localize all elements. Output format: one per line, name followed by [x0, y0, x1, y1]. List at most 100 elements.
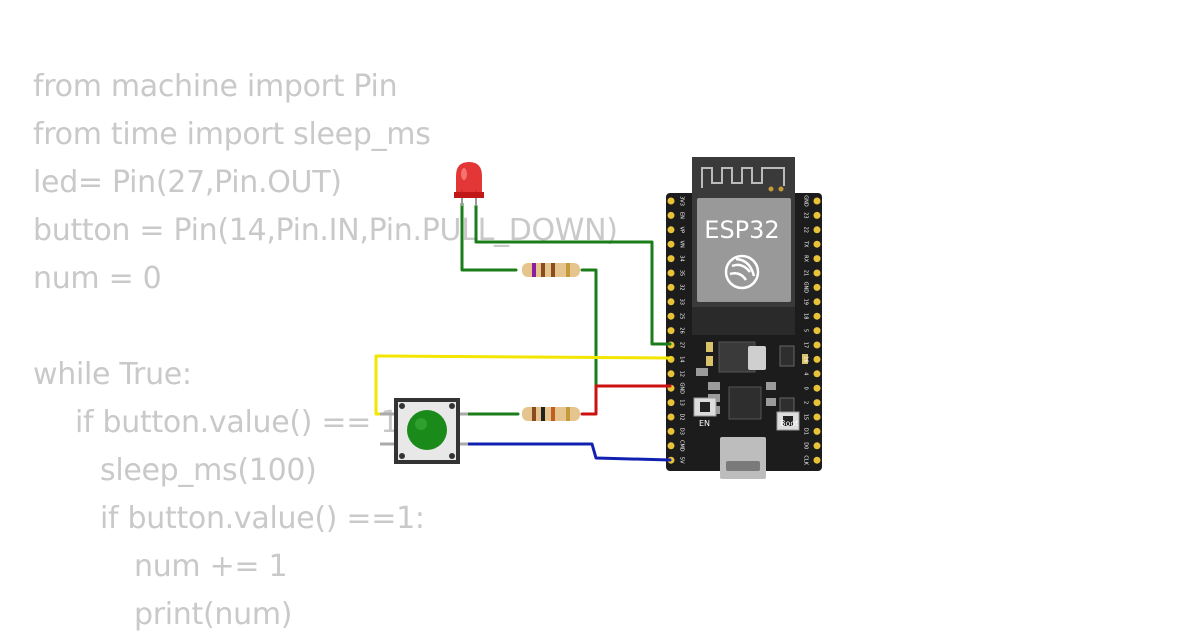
antenna-trace	[701, 167, 785, 188]
right-pin-label: 19	[803, 299, 809, 305]
right-pin-22[interactable]	[813, 226, 821, 234]
right-pin-label: CLK	[803, 455, 809, 465]
left-pin-33[interactable]	[667, 298, 675, 306]
right-pin-label: TX	[803, 240, 809, 248]
code-line-10: if button.value() ==1:	[100, 501, 425, 536]
wire-resistor-to-gnd	[580, 268, 672, 388]
left-pin-label: D3	[679, 428, 685, 435]
led-red[interactable]	[454, 162, 484, 206]
left-pin-label: EN	[679, 212, 685, 219]
wire-button-to-5v	[456, 442, 672, 462]
left-pin-35[interactable]	[667, 269, 675, 277]
left-pin-label: 32	[679, 284, 685, 290]
right-pin-label: 17	[803, 342, 809, 348]
left-pin-label: CMD	[679, 440, 685, 452]
en-label: EN	[699, 419, 710, 428]
right-pin-d1[interactable]	[813, 427, 821, 435]
right-pin-label: D1	[803, 428, 809, 435]
right-pin-label: GND	[803, 282, 809, 294]
left-pin-cmd[interactable]	[667, 442, 675, 450]
left-pin-label: 33	[679, 299, 685, 305]
left-pin-vp[interactable]	[667, 226, 675, 234]
resistor-led[interactable]	[522, 263, 580, 277]
esp32-board[interactable]: ESP32 EN Boot	[666, 157, 822, 479]
right-pin-label: 15	[803, 414, 809, 420]
code-line-5: num = 0	[33, 261, 162, 296]
right-pin-label: 18	[803, 313, 809, 319]
right-pin-rx[interactable]	[813, 255, 821, 263]
left-pin-26[interactable]	[667, 327, 675, 335]
right-pin-label: D0	[803, 442, 809, 449]
right-pin-16[interactable]	[813, 355, 821, 363]
right-pin-21[interactable]	[813, 269, 821, 277]
right-pin-label: RX	[803, 255, 809, 262]
right-pin-label: GND	[803, 195, 809, 207]
left-pin-label: GND	[679, 382, 685, 394]
push-button[interactable]	[380, 398, 468, 464]
code-line-7: while True:	[33, 357, 192, 392]
right-pin-17[interactable]	[813, 341, 821, 349]
left-pin-vn[interactable]	[667, 240, 675, 248]
left-pin-label: 27	[679, 342, 685, 348]
left-pin-label: 26	[679, 327, 685, 333]
right-pin-label: 2	[803, 401, 809, 404]
left-pin-d2[interactable]	[667, 413, 675, 421]
right-pin-label: 4	[803, 372, 809, 375]
left-pin-label: 5V	[679, 457, 685, 464]
right-pin-clk[interactable]	[813, 456, 821, 464]
right-pin-18[interactable]	[813, 312, 821, 320]
right-pin-label: 0	[803, 387, 809, 390]
left-pin-label: VP	[679, 227, 685, 233]
right-pin-19[interactable]	[813, 298, 821, 306]
left-pin-en[interactable]	[667, 211, 675, 219]
right-pin-gnd[interactable]	[813, 197, 821, 205]
usb-port	[720, 437, 766, 479]
right-pin-d0[interactable]	[813, 442, 821, 450]
right-pin-label: 5	[803, 329, 809, 332]
wire-led-to-resistor	[460, 202, 518, 272]
left-pin-label: VN	[679, 241, 685, 248]
code-line-12: print(num)	[134, 597, 293, 632]
left-pin-d3[interactable]	[667, 427, 675, 435]
right-pin-label: 23	[803, 212, 809, 218]
espressif-logo-icon	[724, 254, 760, 290]
right-pin-5[interactable]	[813, 327, 821, 335]
code-line-9: sleep_ms(100)	[100, 453, 317, 488]
right-pin-23[interactable]	[813, 211, 821, 219]
right-pin-label: 21	[803, 270, 809, 276]
wire-red-gnd	[580, 384, 598, 416]
code-line-1: from machine import Pin	[33, 69, 398, 104]
right-pin-label: 22	[803, 227, 809, 233]
left-pin-34[interactable]	[667, 255, 675, 263]
left-pin-32[interactable]	[667, 283, 675, 291]
right-pin-15[interactable]	[813, 413, 821, 421]
code-line-2: from time import sleep_ms	[33, 117, 431, 152]
left-pin-label: 35	[679, 270, 685, 276]
board-label: ESP32	[704, 216, 779, 244]
code-line-3: led= Pin(27,Pin.OUT)	[33, 165, 342, 200]
left-pin-label: 34	[679, 255, 685, 261]
right-pin-2[interactable]	[813, 399, 821, 407]
board-smd-parts	[696, 341, 808, 420]
right-pin-0[interactable]	[813, 384, 821, 392]
left-pin-25[interactable]	[667, 312, 675, 320]
right-pin-4[interactable]	[813, 370, 821, 378]
module-shield	[697, 198, 791, 302]
code-line-8: if button.value() == 1:	[75, 405, 409, 440]
boot-label: Boot	[780, 419, 798, 428]
left-pin-label: 13	[679, 399, 685, 405]
left-pin-13[interactable]	[667, 399, 675, 407]
left-pin-label: D2	[679, 413, 685, 420]
left-pin-3v3[interactable]	[667, 197, 675, 205]
right-pin-label: 16	[803, 356, 809, 362]
right-pin-gnd[interactable]	[813, 283, 821, 291]
left-pin-label: 14	[679, 356, 685, 362]
resistor-button[interactable]	[522, 407, 580, 421]
left-pin-label: 12	[679, 371, 685, 377]
left-pin-12[interactable]	[667, 370, 675, 378]
left-pin-label: 3V3	[679, 196, 685, 206]
code-line-11: num += 1	[134, 549, 288, 584]
right-pin-tx[interactable]	[813, 240, 821, 248]
